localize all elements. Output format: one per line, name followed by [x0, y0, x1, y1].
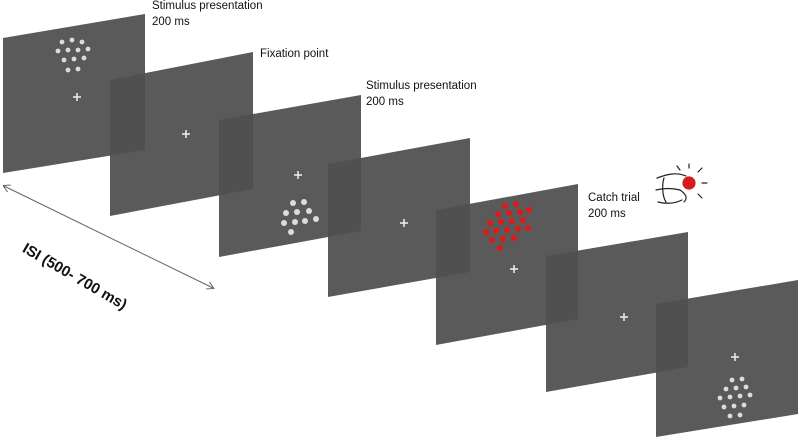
- dot-cluster: [717, 376, 753, 419]
- stimulus-presentation-label-2: Stimulus presentation 200 ms: [366, 78, 477, 110]
- catch-duration: 200 ms: [588, 208, 626, 220]
- screen-panel: [436, 184, 578, 345]
- double-arrow-icon: [4, 186, 213, 288]
- fixation-cross: [731, 353, 739, 361]
- dot-cluster: [281, 199, 319, 235]
- fixation-cross: [73, 93, 81, 101]
- stimulus-title: Stimulus presentation: [366, 80, 477, 92]
- fixation-cross: [510, 265, 518, 273]
- catch-trial-label: Catch trial 200 ms: [588, 190, 640, 222]
- red-dot-cluster: [483, 201, 532, 251]
- catch-title: Catch trial: [588, 192, 640, 204]
- fixation-cross: [400, 219, 408, 227]
- screen-7: [656, 280, 798, 437]
- dot-cluster: [55, 37, 91, 73]
- screen-4: [328, 138, 470, 297]
- screen-2: [110, 52, 253, 216]
- screen-panel: [219, 95, 361, 257]
- pressing-hand-icon: [655, 163, 708, 204]
- fixation-cross: [294, 171, 302, 179]
- screen-5: [436, 184, 578, 345]
- stimulus-duration: 200 ms: [366, 96, 404, 108]
- screen-1: [3, 14, 145, 173]
- stimulus-presentation-label-1: Stimulus presentation 200 ms: [152, 0, 263, 30]
- stimulus-duration: 200 ms: [152, 16, 190, 28]
- fixation-point-label: Fixation point: [260, 46, 328, 62]
- fixation-cross: [620, 313, 628, 321]
- screen-panel: [328, 138, 470, 297]
- screen-panel: [656, 280, 798, 437]
- screen-panel: [3, 14, 145, 173]
- screen-panel: [110, 52, 253, 216]
- screen-3: [219, 95, 361, 257]
- stimulus-title: Stimulus presentation: [152, 0, 263, 12]
- screen-6: [546, 232, 688, 392]
- fixation-title: Fixation point: [260, 48, 329, 60]
- screen-panel: [546, 232, 688, 392]
- fixation-cross: [182, 130, 190, 138]
